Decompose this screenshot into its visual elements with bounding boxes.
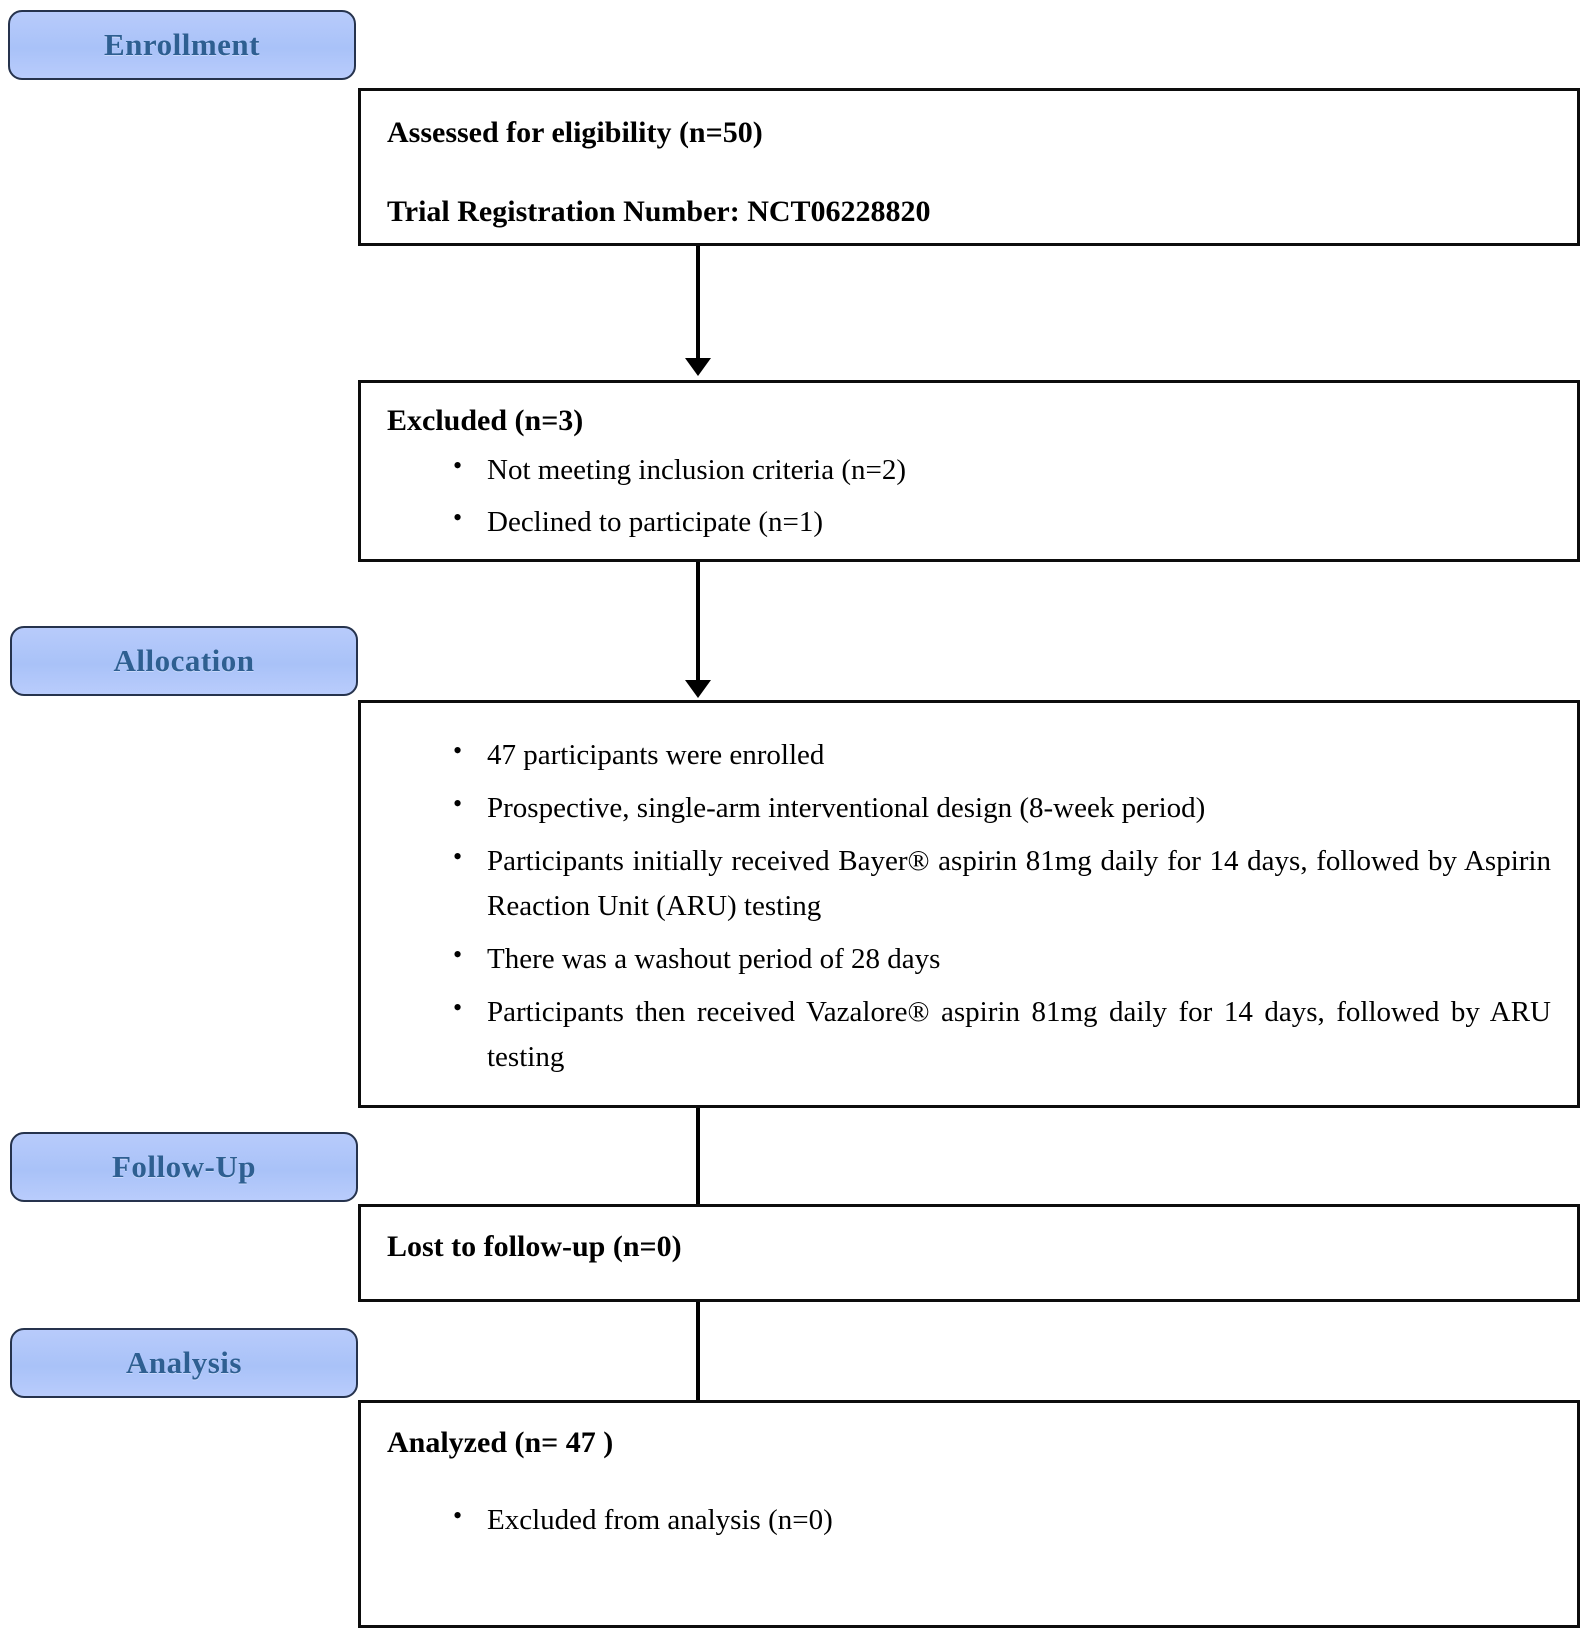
list-item: There was a washout period of 28 days bbox=[453, 935, 1551, 982]
box-followup: Lost to follow-up (n=0) bbox=[358, 1204, 1580, 1302]
list-item: Participants then received Vazalore® asp… bbox=[453, 988, 1551, 1080]
arrow-followup-to-analysis bbox=[696, 1302, 700, 1416]
list-item: Declined to participate (n=1) bbox=[453, 498, 1551, 545]
stage-tag-followup-label: Follow-Up bbox=[112, 1149, 256, 1184]
stage-tag-enrollment-label: Enrollment bbox=[104, 27, 260, 62]
allocation-list: 47 participants were enrolled Prospectiv… bbox=[387, 731, 1551, 1080]
eligibility-line-assessed: Assessed for eligibility (n=50) bbox=[387, 116, 763, 149]
eligibility-line-registration: Trial Registration Number: NCT06228820 bbox=[387, 194, 931, 228]
list-item-text: Participants then received Vazalore® asp… bbox=[487, 995, 1551, 1073]
box-eligibility: Assessed for eligibility (n=50) Trial Re… bbox=[358, 88, 1580, 246]
stage-tag-analysis-label: Analysis bbox=[126, 1345, 242, 1380]
list-item-text: Participants initially received Bayer® a… bbox=[487, 844, 1551, 922]
box-analysis: Analyzed (n= 47 ) Excluded from analysis… bbox=[358, 1400, 1580, 1628]
arrow-excluded-to-allocation bbox=[696, 562, 700, 682]
list-item: Not meeting inclusion criteria (n=2) bbox=[453, 446, 1551, 493]
excluded-header: Excluded (n=3) bbox=[387, 404, 584, 437]
stage-tag-enrollment: Enrollment bbox=[8, 10, 356, 80]
list-item: Prospective, single-arm interventional d… bbox=[453, 784, 1551, 831]
stage-tag-followup: Follow-Up bbox=[10, 1132, 358, 1202]
stage-tag-analysis: Analysis bbox=[10, 1328, 358, 1398]
list-item: 47 participants were enrolled bbox=[453, 731, 1551, 778]
followup-header: Lost to follow-up (n=0) bbox=[387, 1230, 682, 1263]
stage-tag-allocation-label: Allocation bbox=[113, 643, 255, 678]
box-excluded: Excluded (n=3) Not meeting inclusion cri… bbox=[358, 380, 1580, 562]
stage-tag-allocation: Allocation bbox=[10, 626, 358, 696]
excluded-list: Not meeting inclusion criteria (n=2) Dec… bbox=[387, 446, 1551, 546]
arrow-allocation-to-followup bbox=[696, 1108, 700, 1234]
analysis-list: Excluded from analysis (n=0) bbox=[387, 1496, 1551, 1543]
list-item: Excluded from analysis (n=0) bbox=[453, 1496, 1551, 1543]
analysis-header: Analyzed (n= 47 ) bbox=[387, 1426, 614, 1459]
box-allocation: 47 participants were enrolled Prospectiv… bbox=[358, 700, 1580, 1108]
list-item: Participants initially received Bayer® a… bbox=[453, 837, 1551, 929]
arrow-eligibility-to-excluded bbox=[696, 246, 700, 360]
